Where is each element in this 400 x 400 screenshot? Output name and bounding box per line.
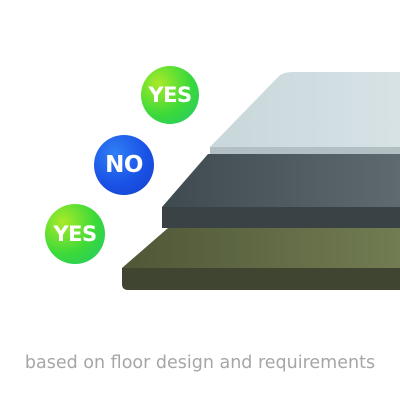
bottom-layer	[122, 228, 400, 290]
yes-badge-label: YES	[53, 222, 97, 246]
yes-badge-label: YES	[148, 83, 192, 107]
no-badge-label: NO	[105, 152, 143, 178]
top-layer	[210, 72, 400, 154]
yes-badge-top: YES	[141, 66, 199, 124]
no-badge: NO	[94, 135, 154, 195]
caption-text: based on floor design and requirements	[24, 353, 376, 373]
middle-layer	[162, 154, 400, 228]
yes-badge-bottom: YES	[45, 204, 105, 264]
